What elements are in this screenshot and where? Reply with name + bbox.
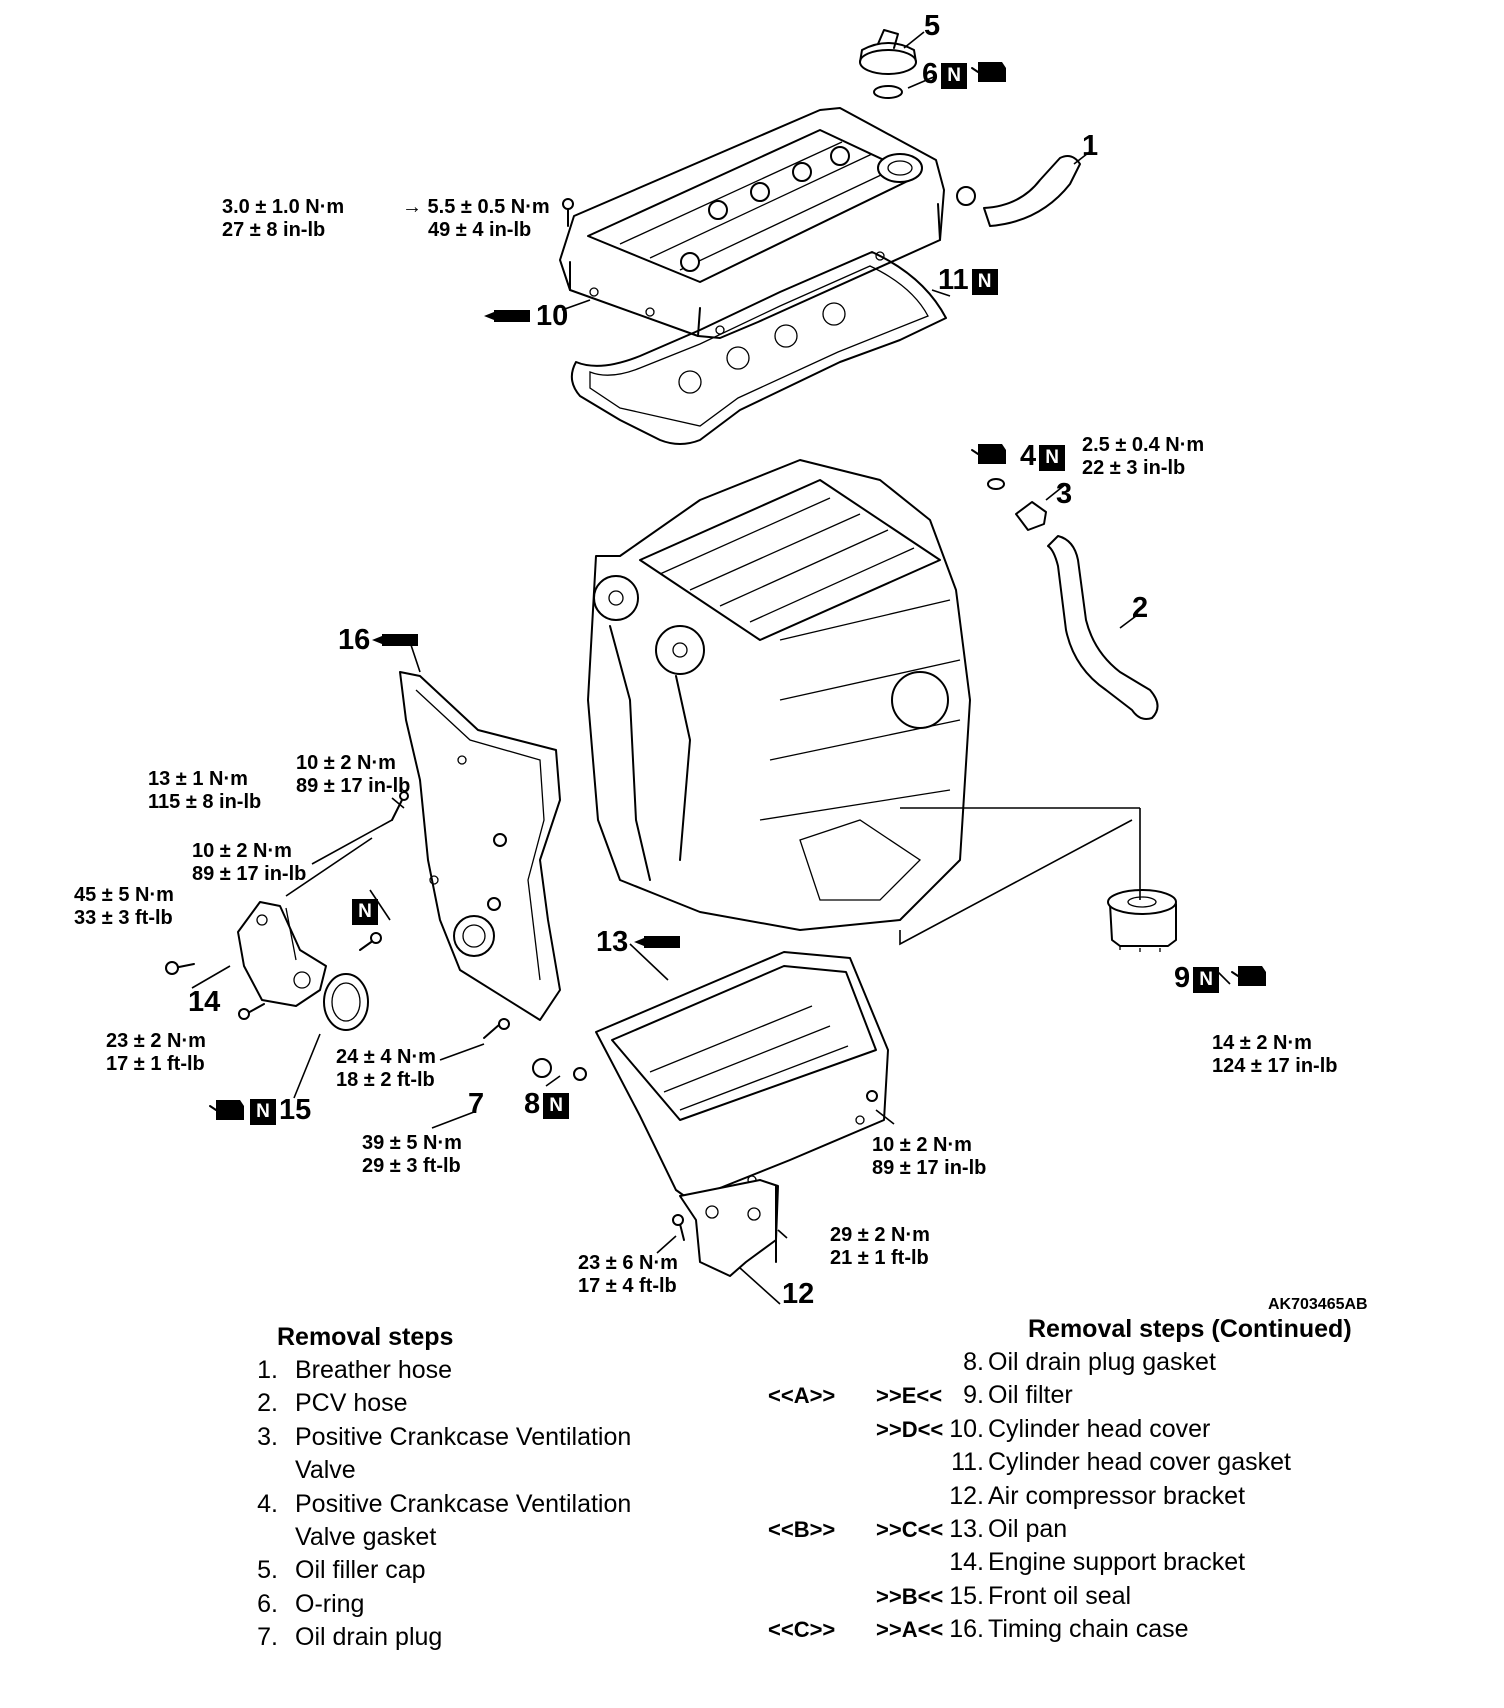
callout-7: 7 [468,1088,485,1120]
o-ring-drawing [873,85,903,99]
install-marker: >>E<< [876,1383,943,1409]
timing-chain-case-drawing [399,671,561,1021]
removal-steps-list: Removal steps 1.Breather hose 2.PCV hose… [236,1320,675,1655]
removal-steps-continued-list: Removal steps (Continued) 8.Oil drain pl… [942,1312,1352,1647]
n-badge: N [250,1099,276,1125]
head-cover-gasket-drawing [570,251,947,445]
install-marker: >>B<< [876,1583,944,1609]
oil-can-icons [209,62,1266,1120]
list-item: 14.Engine support bracket [949,1548,1246,1577]
install-marker: >>A<< [876,1617,944,1643]
n-badge: N [352,899,378,925]
removal-steps-title: Removal steps [277,1323,454,1351]
callout-5: 5 [924,10,941,42]
install-marker: >>D<< [876,1416,944,1442]
list-item: 16.Timing chain case [949,1615,1189,1644]
breather-hose-drawing [983,155,1081,227]
engine-block-drawing [587,459,971,931]
list-item: 15.Front oil seal [949,1581,1132,1610]
n-badge: N [1193,967,1220,993]
sealant-icons [372,310,680,948]
cylinder-head-cover-drawing [559,107,945,339]
callout-10: 10 [536,300,569,332]
install-marker: >>C<< [876,1517,944,1542]
list-item: 2.PCV hose [257,1389,408,1418]
service-markers: <<A>> >>E<< >>D<< <<B>> >>C<< >>B<< <<C>… [0,1346,1504,1666]
drain-plug-gasket-drawing [573,1067,587,1081]
callout-12: 12 [782,1278,815,1310]
list-item: 4.Positive Crankcase Ventilation Valve g… [257,1489,632,1552]
list-item: 6.O-ring [257,1589,365,1618]
n-badge: N [971,269,998,295]
list-item: 5.Oil filler cap [257,1556,426,1585]
pcv-valve-drawing [987,478,1047,531]
list-item: 9.Oil filter [963,1381,1073,1410]
list-item: 10.Cylinder head cover [949,1414,1211,1443]
callout-16: 16 [338,624,371,656]
list-item: 7.Oil drain plug [257,1623,443,1652]
n-badge: N [941,63,968,89]
oil-drain-plug-drawing [532,1058,552,1078]
callout-2: 2 [1132,592,1149,624]
removal-steps-continued-title: Removal steps (Continued) [1028,1315,1352,1343]
list-item: 12.Air compressor bracket [949,1481,1246,1510]
n-badge: N [543,1093,570,1119]
list-item: 3.Positive Crankcase Ventilation Valve [257,1422,632,1485]
front-oil-seal-drawing [323,973,369,1031]
n-badge: N [1039,445,1066,471]
bolts-drawing [165,198,878,1241]
callout-1: 1 [1082,130,1099,162]
torque-head-cover: 3.0 ± 1.0 N·m→ 5.5 ± 0.5 N·m 27 ± 8 in-l… [222,196,550,241]
leader-lines [191,31,1231,1305]
callout-14: 14 [188,986,221,1018]
oil-filler-cap-drawing [859,29,917,75]
oil-filter-drawing [1107,889,1177,952]
removal-marker: <<A>> [768,1383,836,1409]
list-item: 11.Cylinder head cover gasket [951,1448,1291,1477]
air-compressor-bracket-drawing [679,1179,779,1277]
list-item: 13.Oil pan [949,1515,1068,1544]
engine-support-bracket-drawing [237,901,327,1007]
list-item: 1.Breather hose [257,1356,453,1384]
oil-pan-drawing [595,951,889,1201]
standalone-n-badge: N [352,896,378,925]
pcv-hose-drawing [1047,535,1159,720]
callout-13: 13 [596,926,629,958]
figure-id: AK703465AB [1268,1296,1368,1313]
removal-marker: <<C>> [768,1617,836,1643]
removal-marker: <<B>> [768,1517,836,1542]
list-item: 8.Oil drain plug gasket [963,1348,1216,1376]
callout-3: 3 [1056,478,1073,510]
